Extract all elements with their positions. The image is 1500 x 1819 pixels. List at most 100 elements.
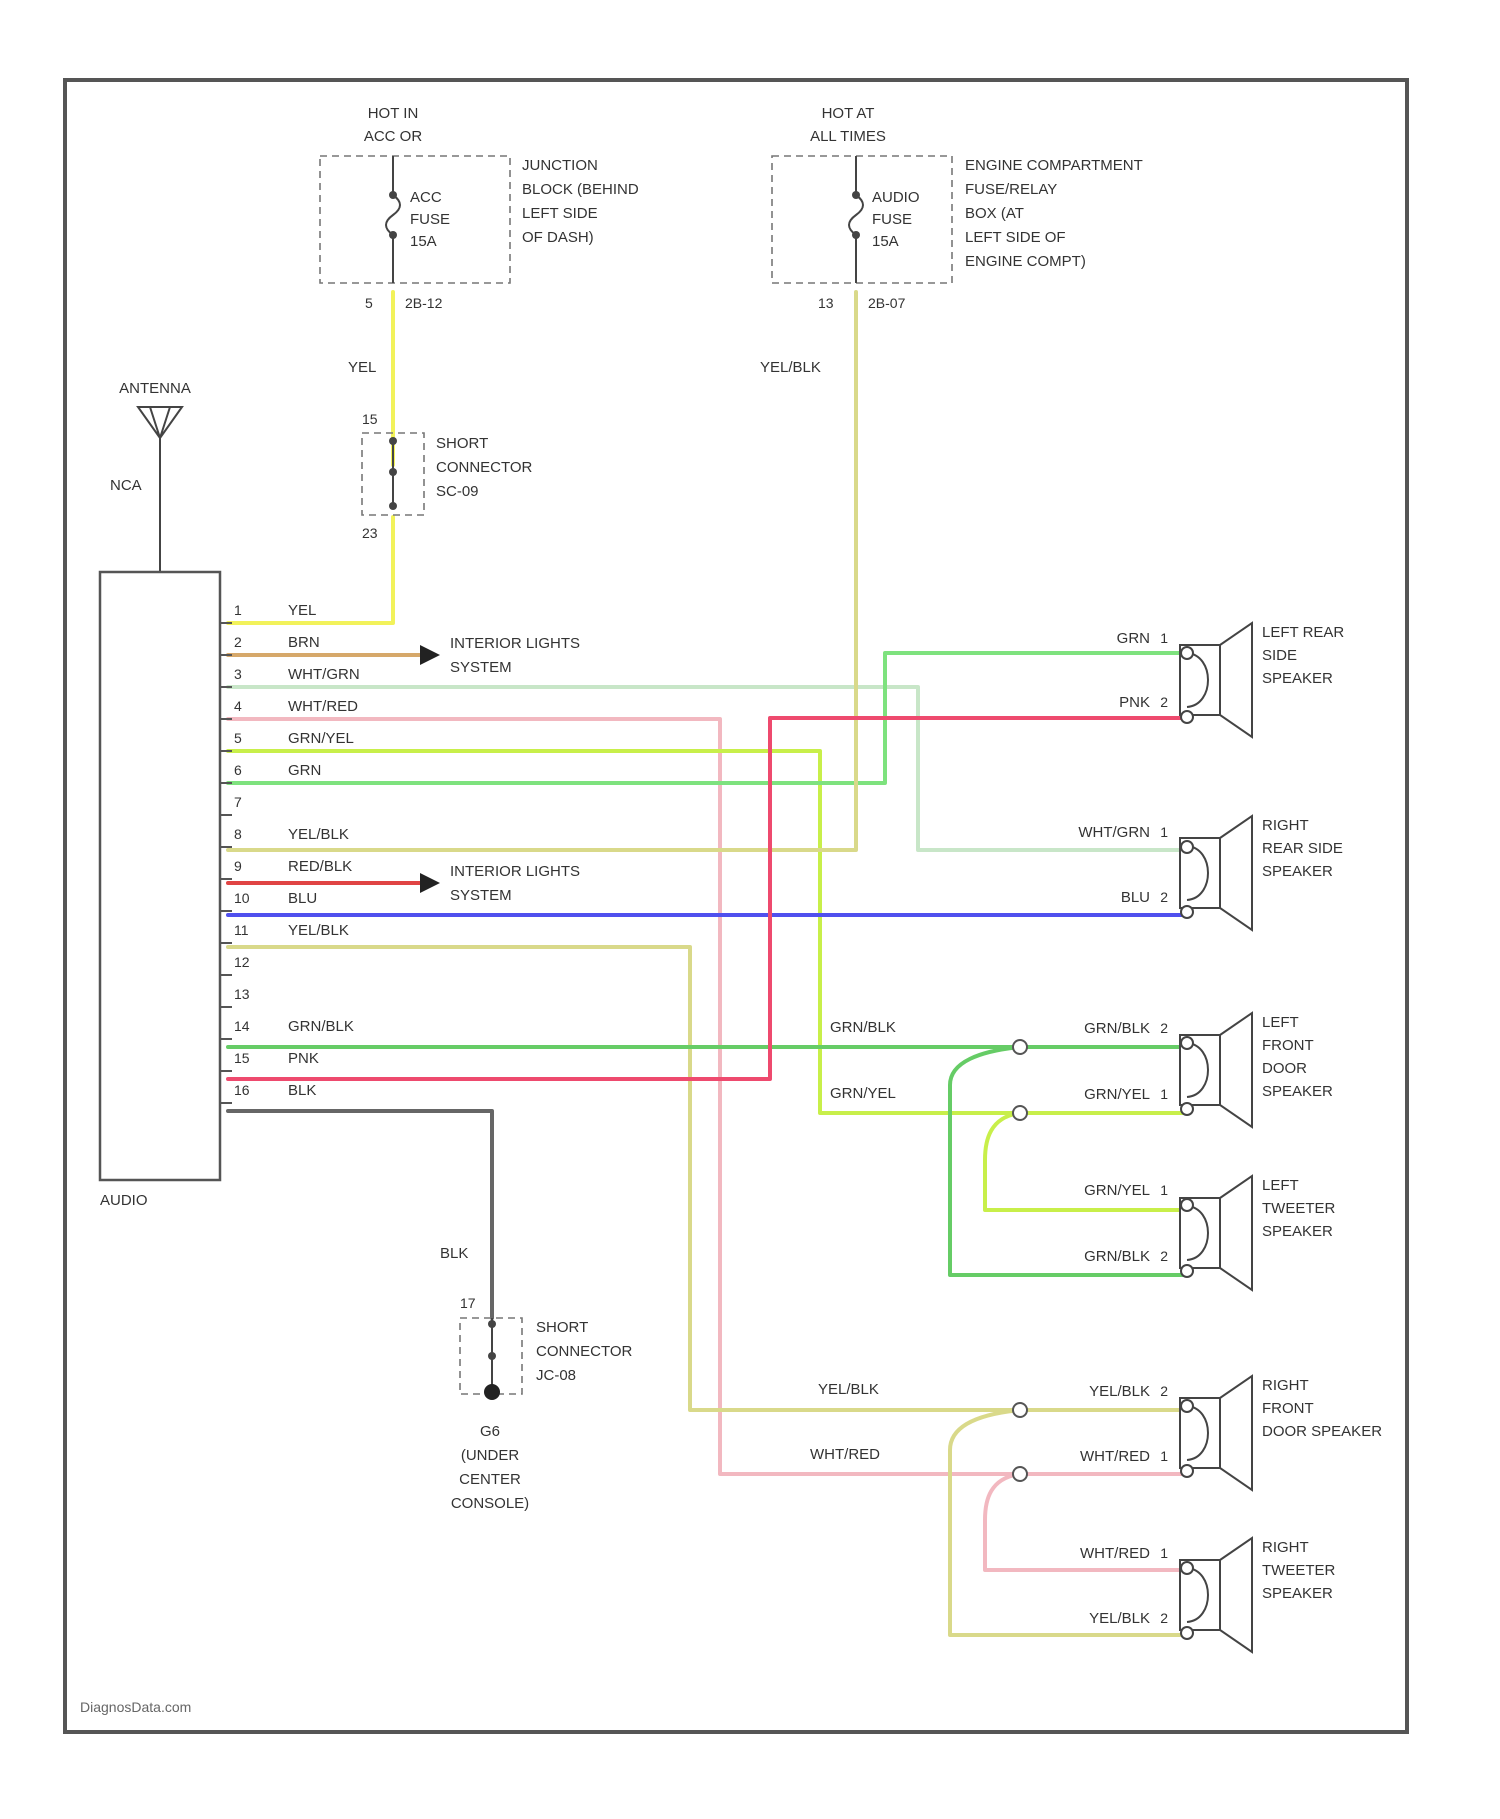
wire-label-grn-blk: GRN/BLK [830, 1019, 896, 1036]
antenna-label: ANTENNA [119, 380, 191, 397]
audio-pin-color: WHT/RED [288, 698, 358, 715]
speaker-terminal [1181, 1562, 1193, 1574]
speaker-name-line: LEFT [1262, 1014, 1299, 1031]
wire-label-blk: BLK [440, 1245, 468, 1262]
sc09-label-3: SC-09 [436, 483, 479, 500]
speaker-pin-color: GRN [1117, 630, 1150, 647]
speaker-pin-number: 1 [1160, 1448, 1168, 1464]
jc08-label-2: CONNECTOR [536, 1343, 633, 1360]
speaker-pin-color: YEL/BLK [1089, 1383, 1150, 1400]
fuse-audio-element [849, 156, 863, 283]
wire-yel [228, 292, 393, 623]
wire-grn-blk [228, 1047, 1187, 1275]
speaker-name-line: SPEAKER [1262, 1083, 1333, 1100]
fuse-audio-box-5: ENGINE COMPT) [965, 253, 1086, 270]
speaker-pin-color: GRN/BLK [1084, 1248, 1150, 1265]
audio-pin-color: BLK [288, 1082, 316, 1099]
sc09-terminal [389, 437, 397, 445]
audio-pin-color: WHT/GRN [288, 666, 360, 683]
ground-g6: G6 (UNDER CENTER CONSOLE) [451, 1423, 529, 1512]
audio-pin-color: BLU [288, 890, 317, 907]
ground-point [484, 1384, 500, 1400]
wire-wht-grn [228, 687, 1187, 850]
short-connector-jc08: 17 SHORT CONNECTOR JC-08 [460, 1295, 633, 1400]
fuse-acc-terminal [389, 191, 397, 199]
speaker-terminal [1181, 1465, 1193, 1477]
fuse-acc-box-2: BLOCK (BEHIND [522, 181, 639, 198]
audio-pin-number: 8 [234, 826, 242, 842]
wire-grn-yel [228, 751, 1187, 1210]
speaker-pin-color: PNK [1119, 694, 1150, 711]
speaker-name-line: LEFT REAR [1262, 624, 1344, 641]
fuse-audio-box-2: FUSE/RELAY [965, 181, 1057, 198]
speaker-name-line: RIGHT [1262, 1377, 1309, 1394]
audio-pin-color: RED/BLK [288, 858, 352, 875]
speaker-pin-color: GRN/YEL [1084, 1182, 1150, 1199]
speaker-name-line: SPEAKER [1262, 1223, 1333, 1240]
audio-pin-number: 6 [234, 762, 242, 778]
audio-pin-list: 1YEL2BRN3WHT/GRN4WHT/RED5GRN/YEL6GRN78YE… [220, 602, 360, 1103]
speaker-name-line: SPEAKER [1262, 1585, 1333, 1602]
speaker-name-line: SPEAKER [1262, 670, 1333, 687]
splice-dot [1013, 1106, 1027, 1120]
speaker-pin-color: GRN/YEL [1084, 1086, 1150, 1103]
audio-pin-number: 16 [234, 1082, 250, 1098]
sc09-terminal [389, 502, 397, 510]
speaker-terminal [1181, 1627, 1193, 1639]
splice-dot [1013, 1040, 1027, 1054]
speaker-name-line: REAR SIDE [1262, 840, 1343, 857]
speaker-2: WHT/GRN1BLU2RIGHTREAR SIDESPEAKER [1078, 816, 1343, 930]
speaker-name-line: DOOR [1262, 1060, 1307, 1077]
sc09-pin-top: 15 [362, 411, 378, 427]
audio-unit [100, 572, 220, 1180]
fuse-acc-element [386, 156, 400, 283]
ground-label-2: (UNDER [461, 1447, 519, 1464]
audio-pin-number: 5 [234, 730, 242, 746]
wire-blk [228, 1111, 492, 1318]
speaker-name-line: RIGHT [1262, 1539, 1309, 1556]
fuse-audio-terminal [852, 231, 860, 239]
speaker-pin-number: 2 [1160, 1248, 1168, 1264]
wire-yel-blk-front [228, 947, 1187, 1635]
speaker-pin-color: BLU [1121, 889, 1150, 906]
fuse-audio-connector: 2B-07 [868, 295, 906, 311]
fuse-acc-name-2: FUSE [410, 211, 450, 228]
speaker-pin-number: 2 [1160, 1020, 1168, 1036]
speaker-pin-number: 1 [1160, 1545, 1168, 1561]
fuse-acc-power-1: HOT IN [368, 105, 419, 122]
wire-wht-red [228, 719, 1187, 1570]
antenna-icon [138, 407, 182, 572]
speaker-pin-number: 1 [1160, 1182, 1168, 1198]
audio-pin-color: YEL/BLK [288, 826, 349, 843]
speaker-name-line: TWEETER [1262, 1562, 1335, 1579]
speaker-pin-color: WHT/RED [1080, 1448, 1150, 1465]
speaker-terminal [1181, 906, 1193, 918]
wire-label-yel-blk-power: YEL/BLK [760, 359, 821, 376]
speaker-terminal [1181, 841, 1193, 853]
speaker-terminal [1181, 1103, 1193, 1115]
antenna-cable-label: NCA [110, 477, 142, 494]
audio-pin-number: 4 [234, 698, 242, 714]
speaker-pin-number: 2 [1160, 1383, 1168, 1399]
fuse-audio-pin: 13 [818, 295, 834, 311]
arrow-interior-lights-1 [420, 645, 440, 665]
audio-pin-number: 9 [234, 858, 242, 874]
fuse-acc-power-2: ACC OR [364, 128, 423, 145]
speaker-pin-number: 1 [1160, 1086, 1168, 1102]
fuse-acc: HOT IN ACC OR ACC FUSE 15A JUNCTION BLOC… [320, 105, 639, 311]
sc09-terminal [389, 468, 397, 476]
speaker-terminal [1181, 711, 1193, 723]
speaker-pin-number: 2 [1160, 889, 1168, 905]
audio-pin-number: 15 [234, 1050, 250, 1066]
speaker-terminal [1181, 647, 1193, 659]
sc09-label-1: SHORT [436, 435, 488, 452]
wire-label-grn-yel: GRN/YEL [830, 1085, 896, 1102]
fuse-audio-box [772, 156, 952, 283]
ground-label-1: G6 [480, 1423, 500, 1440]
interior-lights-2-line2: SYSTEM [450, 887, 512, 904]
audio-pin-number: 11 [234, 922, 249, 938]
antenna: ANTENNA NCA [110, 380, 191, 572]
